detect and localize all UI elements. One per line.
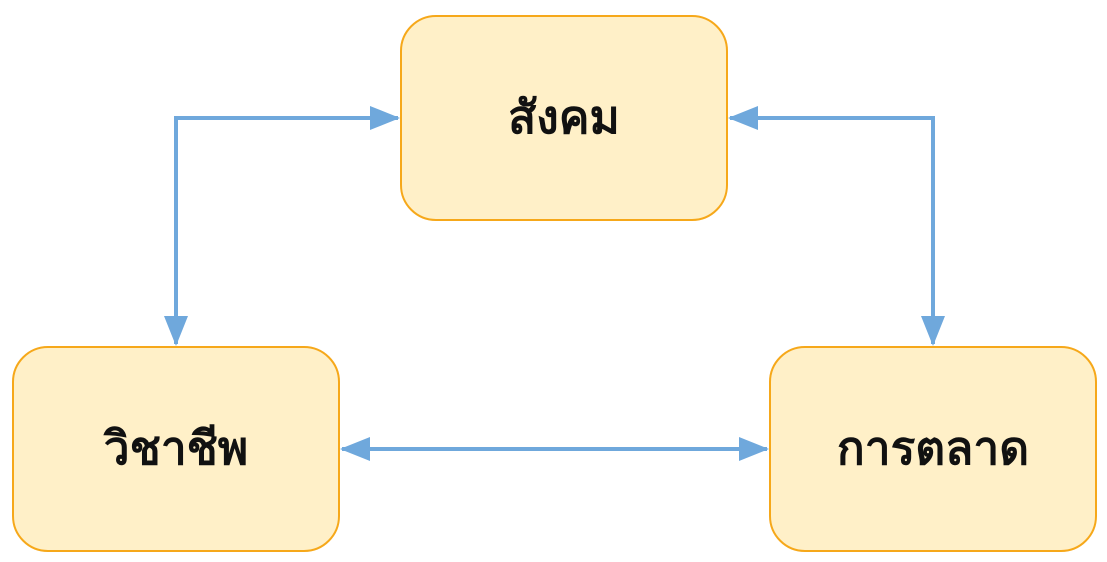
node-career: วิชาชีพ: [12, 346, 340, 552]
node-career-label: วิชาชีพ: [103, 421, 249, 476]
node-society: สังคม: [400, 15, 728, 221]
node-marketing-label: การตลาด: [836, 421, 1030, 476]
edge-society-career: [164, 106, 400, 346]
node-marketing: การตลาด: [769, 346, 1097, 552]
edge-society-marketing: [728, 106, 945, 346]
node-society-label: สังคม: [508, 90, 620, 145]
